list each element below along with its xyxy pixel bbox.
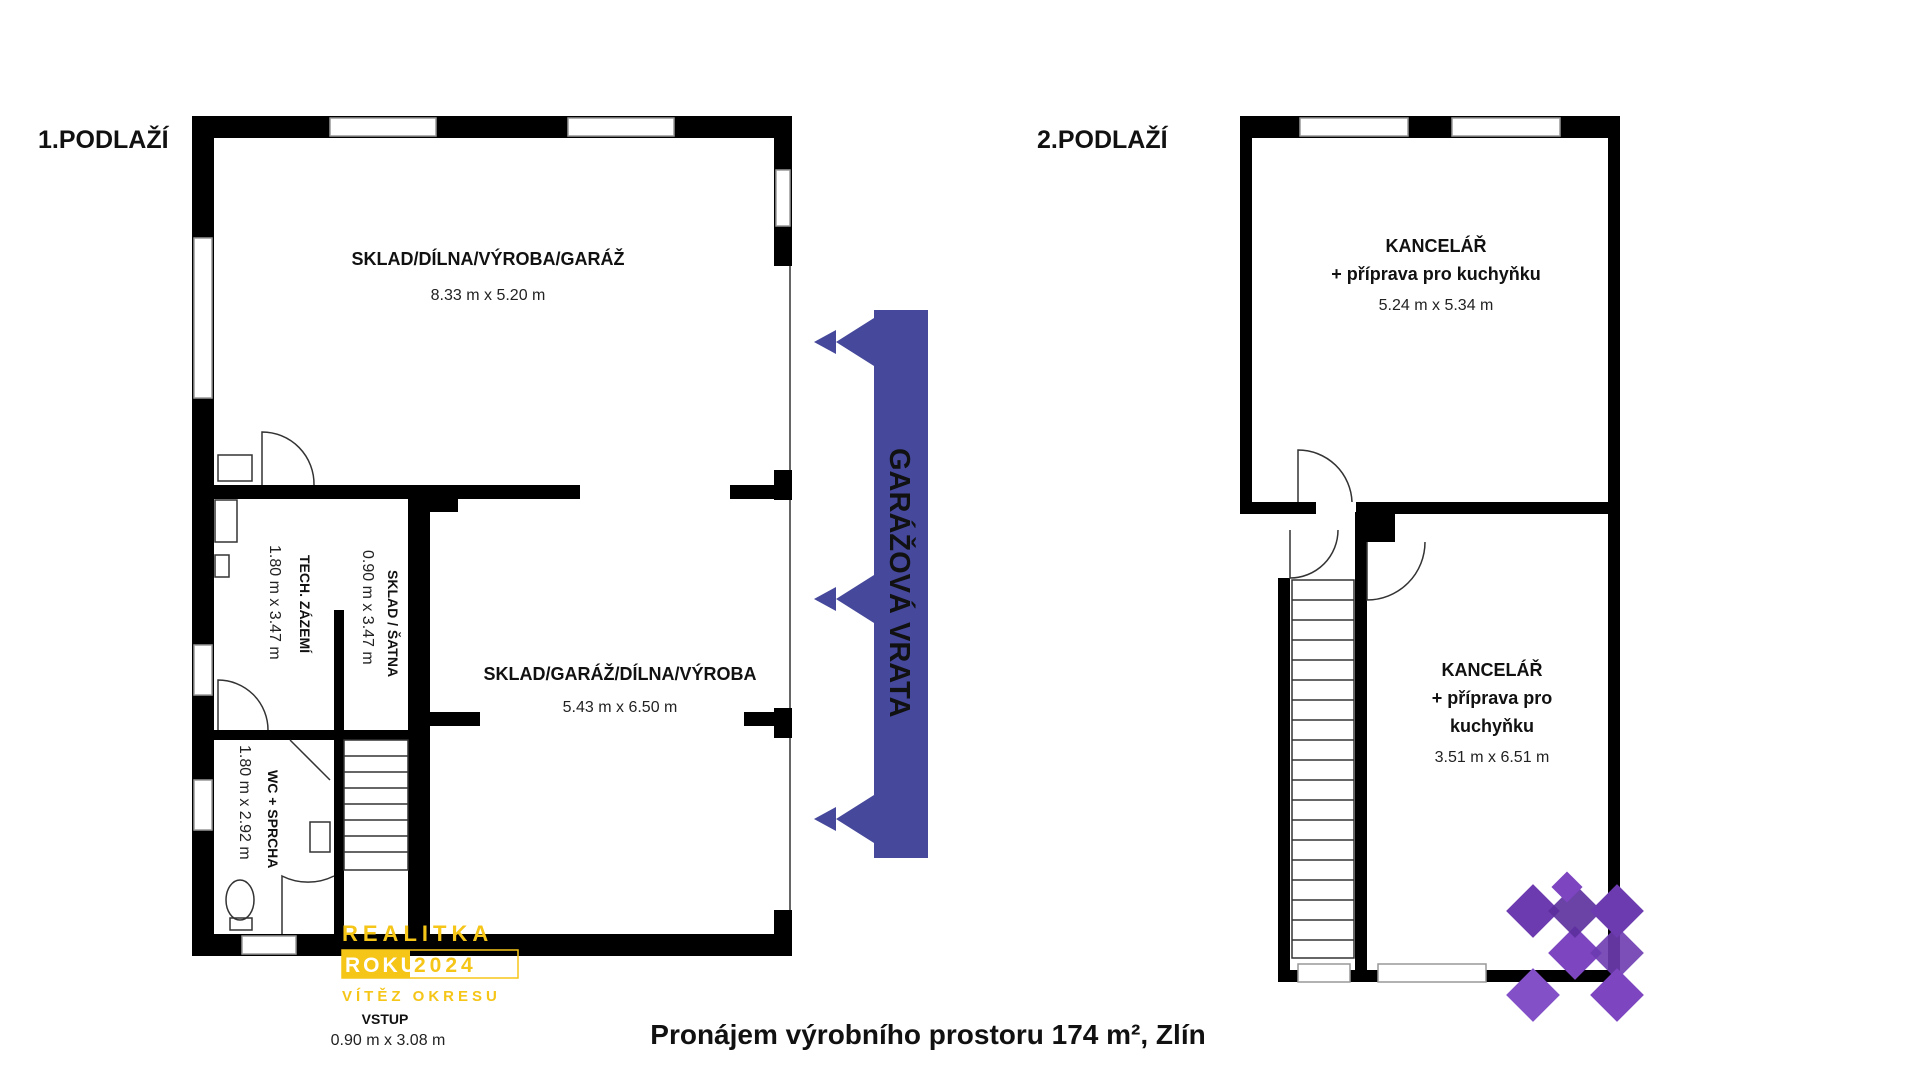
garage-door-label: GARÁŽOVÁ VRATA [883, 448, 917, 718]
garage-arrow-icon [814, 310, 928, 858]
room-size-tech: 1.80 m x 3.47 m [266, 545, 283, 660]
floor-1-plan [192, 116, 792, 956]
room-size-office-top: 5.24 m x 5.34 m [1379, 297, 1494, 314]
company-logo-icon [1506, 871, 1644, 1022]
room-size-satna: 0.90 m x 3.47 m [359, 550, 376, 665]
award-badge: REALITKA ROKU 2024 VÍTĚZ OKRESU [341, 921, 519, 1005]
room-name-office-bottom-3: kuchyňku [1450, 716, 1534, 736]
room-name-office-top-2: + příprava pro kuchyňku [1331, 264, 1541, 284]
room-size-vstup: 0.90 m x 3.08 m [331, 1032, 446, 1049]
room-size-storage-main: 5.43 m x 6.50 m [563, 699, 678, 716]
badge-line-2a: ROKU [345, 954, 419, 977]
room-name-tech: TECH. ZÁZEMÍ [297, 555, 313, 654]
room-size-wc: 1.80 m x 2.92 m [236, 745, 253, 860]
room-size-storage-top: 8.33 m x 5.20 m [431, 287, 546, 304]
room-name-vstup: VSTUP [362, 1011, 409, 1027]
room-name-office-bottom-1: KANCELÁŘ [1442, 659, 1543, 680]
room-size-office-bottom: 3.51 m x 6.51 m [1435, 749, 1550, 766]
room-name-office-top-1: KANCELÁŘ [1386, 235, 1487, 256]
stairs-ground [343, 739, 409, 871]
room-name-satna: SKLAD / ŠATNA [385, 570, 402, 677]
badge-line-1: REALITKA [342, 921, 493, 946]
room-name-wc: WC + SPRCHA [265, 770, 281, 868]
badge-line-3: VÍTĚZ OKRESU [342, 987, 501, 1005]
badge-line-2b: 2024 [414, 954, 477, 977]
room-name-storage-top: SKLAD/DÍLNA/VÝROBA/GARÁŽ [352, 248, 625, 269]
room-name-storage-main: SKLAD/GARÁŽ/DÍLNA/VÝROBA [484, 663, 757, 684]
stairs-upper [1291, 579, 1355, 959]
floor-2-title: 2.PODLAŽÍ [1037, 124, 1169, 154]
room-name-office-bottom-2: + příprava pro [1432, 688, 1553, 708]
listing-caption: Pronájem výrobního prostoru 174 m², Zlín [650, 1019, 1205, 1050]
floor-1-title: 1.PODLAŽÍ [38, 124, 170, 154]
floor-2-plan [1240, 116, 1620, 983]
